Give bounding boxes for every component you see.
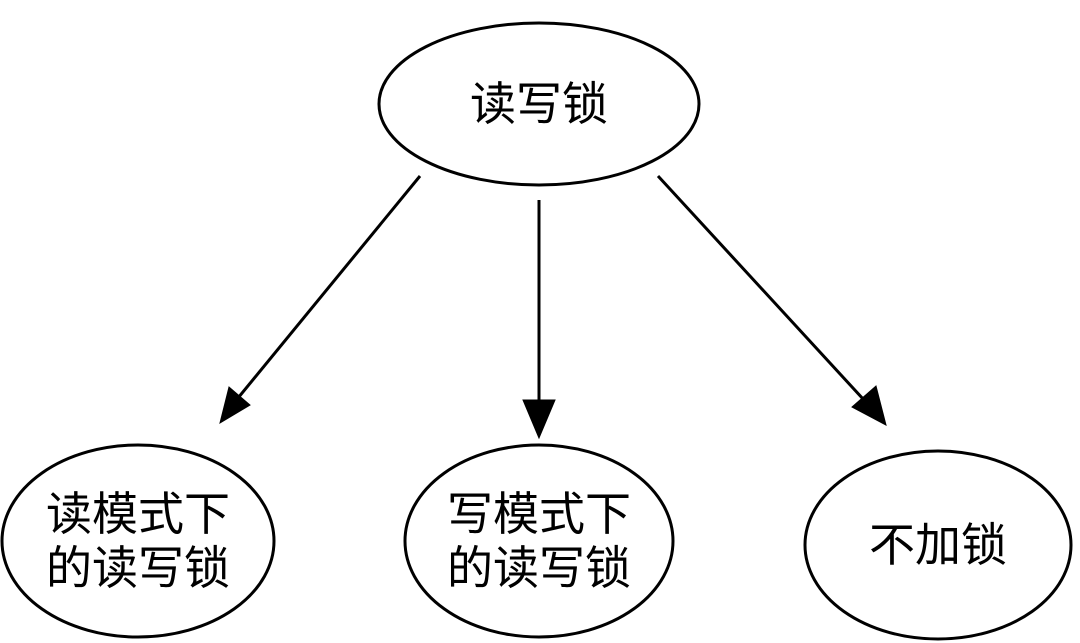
- node-unlocked: [803, 449, 1073, 641]
- nodes: [0, 21, 1073, 641]
- edges: [219, 174, 887, 440]
- arrowhead-unlocked: [851, 385, 887, 426]
- node-read-mode: [0, 443, 276, 639]
- arrowhead-write-mode: [522, 399, 556, 440]
- edge-root-to-read-mode: [236, 175, 422, 399]
- edge-root-to-unlocked: [656, 174, 866, 402]
- node-rw-lock: [377, 21, 701, 187]
- node-write-mode: [403, 443, 675, 639]
- arrowhead-read-mode: [219, 386, 251, 425]
